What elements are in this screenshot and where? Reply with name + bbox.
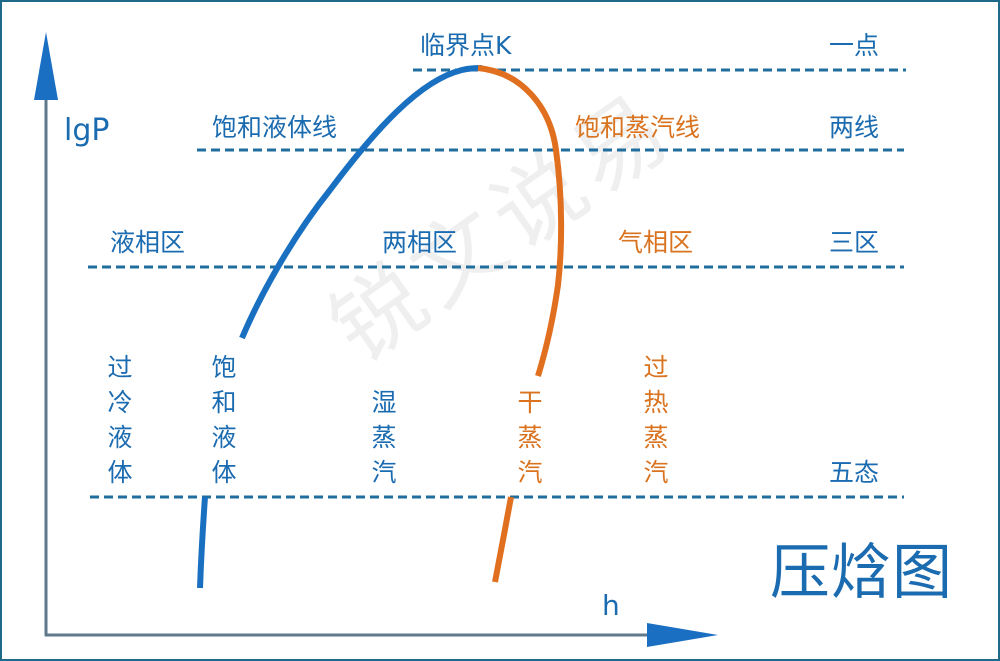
state-subcooled-liquid: 过冷液体 xyxy=(107,353,133,487)
one-point-label: 一点 xyxy=(829,31,880,60)
diagram-title: 压焓图 xyxy=(770,538,953,608)
saturated-liquid-curve xyxy=(239,65,483,340)
vapor-region-label: 气相区 xyxy=(618,228,694,257)
state-saturated-liquid: 饱和液体 xyxy=(211,353,237,487)
y-axis-label: lgP xyxy=(64,113,110,148)
state-superheated-steam: 过热蒸汽 xyxy=(643,353,669,487)
liquid-region-label: 液相区 xyxy=(110,228,186,257)
saturated-vapor-line-label: 饱和蒸汽线 xyxy=(575,113,701,142)
two-phase-region-label: 两相区 xyxy=(382,228,458,257)
dashed-lines xyxy=(88,68,906,499)
critical-point-label: 临界点K xyxy=(420,31,512,60)
state-wet-steam: 湿蒸汽 xyxy=(371,388,397,487)
saturated-vapor-curve xyxy=(477,65,565,377)
saturated-liquid-lower-segment xyxy=(197,496,208,589)
y-axis-arrow-icon xyxy=(34,32,58,100)
saturated-vapor-lower-segment xyxy=(492,496,514,583)
x-axis-arrow-icon xyxy=(647,623,718,647)
state-dry-steam: 干蒸汽 xyxy=(517,388,543,487)
saturated-liquid-line-label: 饱和液体线 xyxy=(212,113,338,142)
x-axis-label: h xyxy=(602,589,620,622)
two-lines-label: 两线 xyxy=(829,113,880,142)
x-axis xyxy=(45,623,718,647)
five-states-label: 五态 xyxy=(829,458,880,487)
y-axis xyxy=(34,32,58,636)
three-regions-label: 三区 xyxy=(829,228,880,257)
